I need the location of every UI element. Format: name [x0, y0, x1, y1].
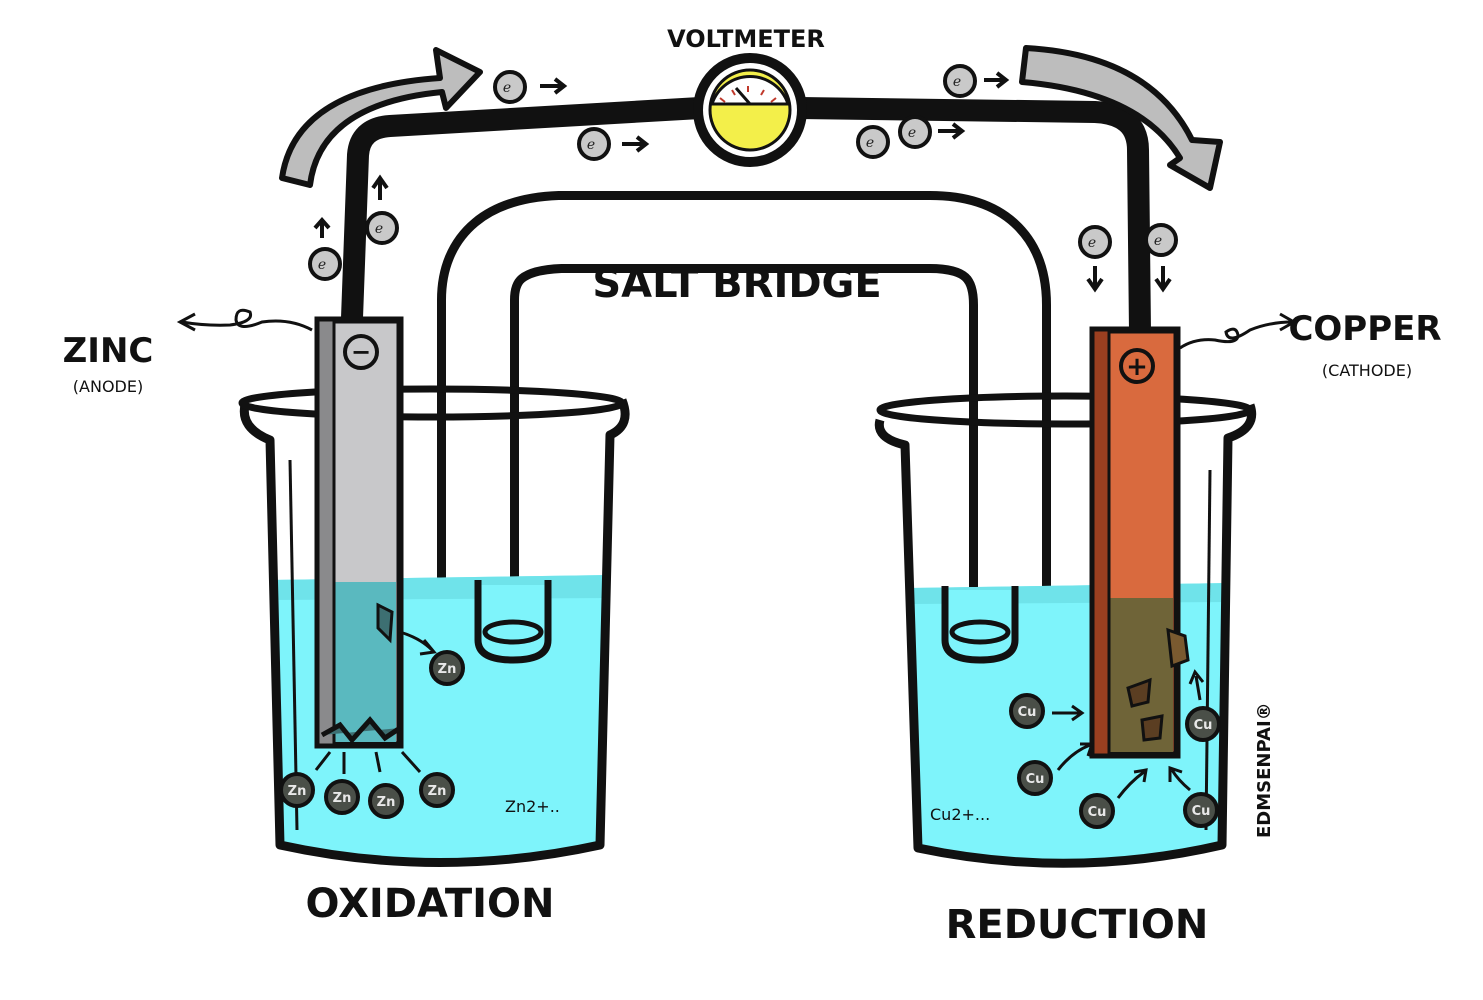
salt-bridge — [437, 191, 1051, 686]
svg-text:e: e — [953, 74, 961, 90]
copper-pointer — [1179, 312, 1298, 350]
svg-text:e: e — [908, 125, 916, 141]
electron: e — [577, 127, 650, 161]
svg-text:e: e — [587, 137, 595, 153]
electron: e — [943, 64, 1010, 98]
svg-text:e: e — [503, 80, 511, 96]
zinc-ion: Zn — [368, 783, 404, 819]
zinc-pointer — [176, 308, 313, 332]
electron: e — [898, 115, 966, 149]
svg-text:Zn: Zn — [428, 784, 447, 799]
electrons: e e e e e e e — [308, 64, 1178, 293]
copper-ion: Cu — [1185, 706, 1221, 742]
salt-bridge-label: SALT BRIDGE — [592, 261, 881, 307]
copper-ion-note: Cu2+... — [930, 805, 990, 824]
zinc-ion: Zn — [324, 779, 360, 815]
voltmeter-label: VOLTMETER — [667, 25, 825, 53]
svg-text:e: e — [375, 221, 383, 237]
copper-ions: Cu Cu Cu Cu Cu Cu2+... — [930, 669, 1221, 829]
electron: e — [308, 216, 342, 281]
svg-text:e: e — [1088, 235, 1096, 251]
zinc-ion: Zn — [429, 650, 465, 686]
copper-ion: Cu — [1079, 793, 1115, 829]
copper-ion: Cu — [1009, 693, 1045, 729]
electron: e — [493, 70, 568, 104]
svg-text:e: e — [318, 257, 326, 273]
copper-ion: Cu — [1017, 760, 1053, 796]
voltmeter: VOLTMETER — [667, 25, 825, 167]
electron-flow-arrow-right — [1019, 45, 1223, 191]
svg-text:Cu: Cu — [1088, 805, 1107, 820]
svg-text:Cu: Cu — [1192, 804, 1211, 819]
svg-text:Zn: Zn — [438, 662, 457, 677]
electron: e — [1078, 225, 1112, 293]
svg-text:Zn: Zn — [288, 784, 307, 799]
zinc-label: ZINC — [63, 331, 154, 371]
reduction-label: REDUCTION — [946, 902, 1209, 948]
external-wire — [341, 97, 1151, 343]
zinc-ions: Zn Zn Zn Zn Zn Zn2+.. — [279, 630, 560, 819]
zinc-ion: Zn — [419, 772, 455, 808]
copper-ion: Cu — [1183, 792, 1219, 828]
watermark: EDMSENPAI® — [1254, 702, 1275, 838]
electron: e — [365, 174, 399, 245]
plus-sign: + — [1126, 352, 1148, 382]
svg-text:Cu: Cu — [1194, 718, 1213, 733]
electron-flow-arrow-left — [279, 47, 483, 188]
copper-electrode: + — [1089, 326, 1190, 759]
svg-text:Cu: Cu — [1026, 772, 1045, 787]
svg-text:e: e — [866, 135, 874, 151]
oxidation-label: OXIDATION — [305, 881, 554, 927]
svg-text:Cu: Cu — [1018, 705, 1037, 720]
svg-text:Zn: Zn — [377, 795, 396, 810]
anode-label: (ANODE) — [73, 377, 143, 396]
zinc-electrode: − — [314, 316, 404, 749]
svg-text:e: e — [1154, 233, 1162, 249]
copper-label: COPPER — [1288, 309, 1441, 349]
svg-text:Zn: Zn — [333, 791, 352, 806]
zinc-ion: Zn — [279, 772, 315, 808]
electron: e — [856, 125, 890, 159]
minus-sign: − — [351, 338, 371, 366]
zinc-ion-note: Zn2+.. — [505, 797, 560, 816]
cathode-label: (CATHODE) — [1322, 361, 1412, 380]
electron: e — [1144, 223, 1178, 293]
